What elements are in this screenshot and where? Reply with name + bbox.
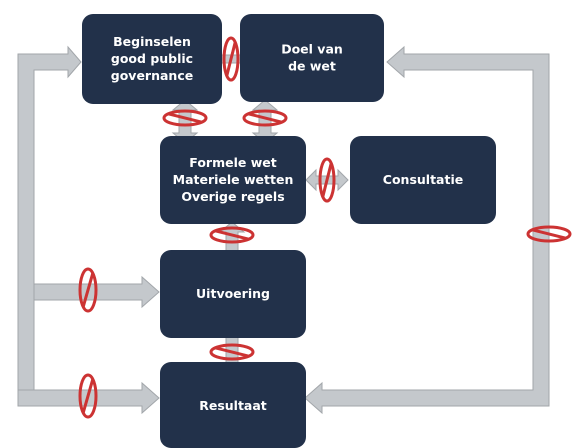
left-loop-pipe xyxy=(17,45,82,399)
prohibited-ring-icon xyxy=(222,36,240,82)
box-label-line: de wet xyxy=(288,58,336,73)
box-consultatie-text: Consultatie xyxy=(383,172,463,187)
box-label-line: Formele wet xyxy=(189,155,276,170)
box-beginselen-text: Beginselen good public governance xyxy=(111,34,193,83)
box-doel: Doel van de wet xyxy=(240,14,384,102)
box-resultaat-text: Resultaat xyxy=(199,398,267,413)
right-loop-pipe xyxy=(304,45,550,415)
prohibited-ring-icon xyxy=(162,109,208,127)
box-uitvoering: Uitvoering xyxy=(160,250,306,338)
box-beginselen: Beginselen good public governance xyxy=(82,14,222,104)
prohibited-ring-icon xyxy=(78,373,98,419)
blocker-rings xyxy=(78,36,572,419)
box-doel-text: Doel van de wet xyxy=(281,41,343,73)
box-uitvoering-text: Uitvoering xyxy=(196,286,270,301)
right-feedback-pipe xyxy=(304,45,550,415)
box-label-line: governance xyxy=(111,68,193,83)
box-label-line: Uitvoering xyxy=(196,286,270,301)
box-label-line: good public xyxy=(111,51,193,66)
box-consultatie: Consultatie xyxy=(350,136,496,224)
box-label-line: Resultaat xyxy=(199,398,267,413)
prohibited-ring-icon xyxy=(242,109,288,127)
prohibited-ring-icon xyxy=(78,267,98,313)
prohibited-ring-icon xyxy=(526,225,572,243)
box-label-line: Doel van xyxy=(281,41,343,56)
box-label-line: Consultatie xyxy=(383,172,463,187)
prohibited-ring-icon xyxy=(209,343,255,361)
box-label-line: Overige regels xyxy=(181,189,284,204)
prohibited-ring-icon xyxy=(209,226,255,244)
box-label-line: Materiele wetten xyxy=(173,172,294,187)
prohibited-ring-icon xyxy=(318,157,336,203)
box-resultaat: Resultaat xyxy=(160,362,306,448)
box-label-line: Beginselen xyxy=(113,34,191,49)
